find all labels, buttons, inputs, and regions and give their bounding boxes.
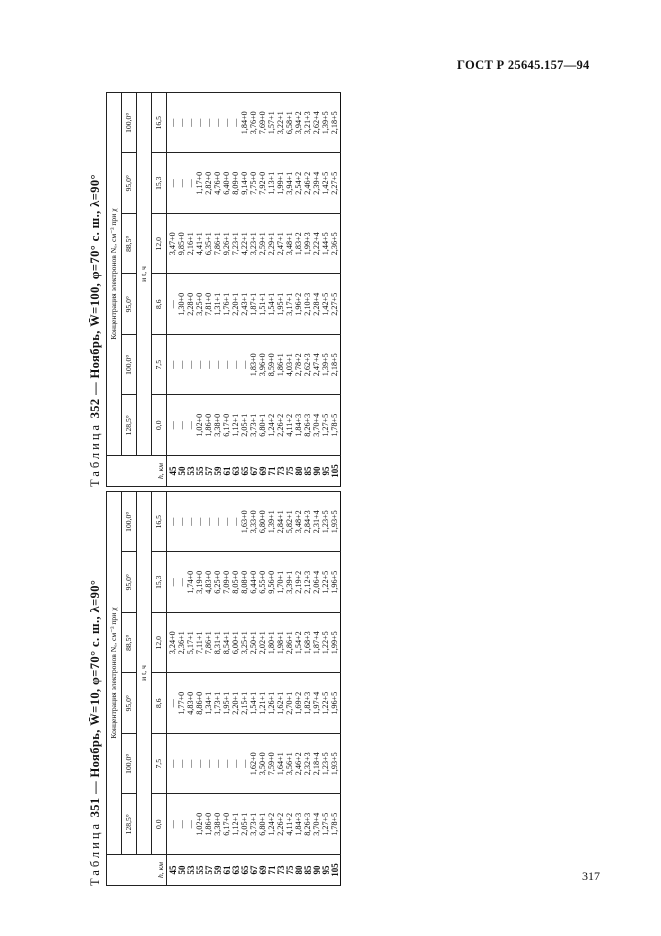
concentration-cell: 1,99+5 bbox=[330, 612, 341, 673]
group-header: Концентрация электронов Nₑ, см⁻³ при χ bbox=[106, 92, 122, 456]
concentration-cell: 1,78+5 bbox=[330, 794, 341, 855]
concentration-cell: 2,27+5 bbox=[330, 153, 341, 214]
time-header-cell: 7,5 bbox=[151, 334, 167, 395]
chi-header-cell: 128,5° bbox=[121, 794, 137, 855]
concentration-cell: 2,18+5 bbox=[330, 334, 341, 395]
table-title: Таблица 352 — Ноябрь, W̄=100, φ=70° с. ш… bbox=[88, 92, 106, 487]
concentration-cell: — bbox=[166, 733, 178, 794]
chi-header-cell: 95,0° bbox=[121, 552, 137, 613]
concentration-cell: 2,18+5 bbox=[330, 92, 341, 153]
electron-concentration-table: h, км Концентрация электронов Nₑ, см⁻³ п… bbox=[106, 92, 341, 487]
concentration-cell: 3,24+0 bbox=[166, 612, 178, 673]
table-row: 45———3,47+0—— bbox=[166, 92, 178, 487]
altitude-cell: 105 bbox=[330, 854, 341, 886]
time-header-cell: 16,5 bbox=[151, 491, 167, 552]
chi-header-cell: 95,0° bbox=[121, 673, 137, 734]
chi-header-row: 128,5°100,0°95,0°88,5°95,0°100,0° bbox=[121, 491, 137, 886]
time-header-cell: 8,6 bbox=[151, 274, 167, 335]
concentration-cell: 1,93+5 bbox=[330, 733, 341, 794]
table-title: Таблица 351 — Ноябрь, W̄=10, φ=70° с. ш.… bbox=[88, 491, 106, 886]
concentration-cell: — bbox=[166, 552, 178, 613]
chi-header-cell: 100,0° bbox=[121, 92, 137, 153]
chi-header-cell: 88,5° bbox=[121, 213, 137, 274]
table-row: 45———3,24+0—— bbox=[166, 491, 178, 886]
table-title-prefix: Таблица bbox=[88, 421, 102, 487]
chi-header-cell: 100,0° bbox=[121, 733, 137, 794]
time-header-cell: 0,0 bbox=[151, 395, 167, 456]
concentration-cell: — bbox=[166, 395, 178, 456]
concentration-cell: — bbox=[166, 153, 178, 214]
chi-header-cell: 88,5° bbox=[121, 612, 137, 673]
time-header-cell: 16,5 bbox=[151, 92, 167, 153]
concentration-cell: 1,78+5 bbox=[330, 395, 341, 456]
concentration-cell: — bbox=[166, 334, 178, 395]
chi-header-cell: 128,5° bbox=[121, 395, 137, 456]
table-352-block: Таблица 352 — Ноябрь, W̄=100, φ=70° с. ш… bbox=[88, 92, 343, 487]
concentration-cell: — bbox=[166, 274, 178, 335]
concentration-cell: — bbox=[166, 92, 178, 153]
concentration-cell: 1,96+5 bbox=[330, 673, 341, 734]
time-label-header: и t, ч bbox=[136, 92, 152, 456]
chi-header-cell: 100,0° bbox=[121, 334, 137, 395]
concentration-cell: 3,47+0 bbox=[166, 213, 178, 274]
time-header-cell: 15,3 bbox=[151, 153, 167, 214]
table-title-prefix: Таблица bbox=[88, 820, 102, 886]
altitude-cell: 105 bbox=[330, 455, 341, 487]
time-label-header: и t, ч bbox=[136, 491, 152, 855]
chi-header-row: 128,5°100,0°95,0°88,5°95,0°100,0° bbox=[121, 92, 137, 487]
concentration-cell: — bbox=[166, 794, 178, 855]
concentration-cell: — bbox=[166, 673, 178, 734]
chi-header-cell: 100,0° bbox=[121, 491, 137, 552]
chi-header-cell: 95,0° bbox=[121, 153, 137, 214]
electron-concentration-table: h, км Концентрация электронов Nₑ, см⁻³ п… bbox=[106, 491, 341, 886]
concentration-cell: — bbox=[166, 491, 178, 552]
table-title-text: 352 — Ноябрь, W̄=100, φ=70° с. ш., λ=90° bbox=[88, 174, 102, 419]
concentration-cell: 2,36+5 bbox=[330, 213, 341, 274]
chi-header-cell: 95,0° bbox=[121, 274, 137, 335]
time-header-cell: 15,3 bbox=[151, 552, 167, 613]
time-header-cell: 8,6 bbox=[151, 673, 167, 734]
time-header-cell: 12,0 bbox=[151, 612, 167, 673]
altitude-header: h, км bbox=[106, 455, 167, 487]
document-code-header: ГОСТ Р 25645.157—94 bbox=[457, 58, 590, 72]
group-header: Концентрация электронов Nₑ, см⁻³ при χ bbox=[106, 491, 122, 855]
concentration-cell: 1,96+5 bbox=[330, 552, 341, 613]
page-number: 317 bbox=[582, 869, 600, 883]
table-title-text: 351 — Ноябрь, W̄=10, φ=70° с. ш., λ=90° bbox=[88, 579, 102, 818]
time-header-cell: 0,0 bbox=[151, 794, 167, 855]
concentration-cell: 1,93+5 bbox=[330, 491, 341, 552]
time-header-cell: 12,0 bbox=[151, 213, 167, 274]
time-header-cell: 7,5 bbox=[151, 733, 167, 794]
concentration-cell: 2,27+5 bbox=[330, 274, 341, 335]
table-351-block: Таблица 351 — Ноябрь, W̄=10, φ=70° с. ш.… bbox=[88, 491, 343, 886]
altitude-header: h, км bbox=[106, 854, 167, 886]
